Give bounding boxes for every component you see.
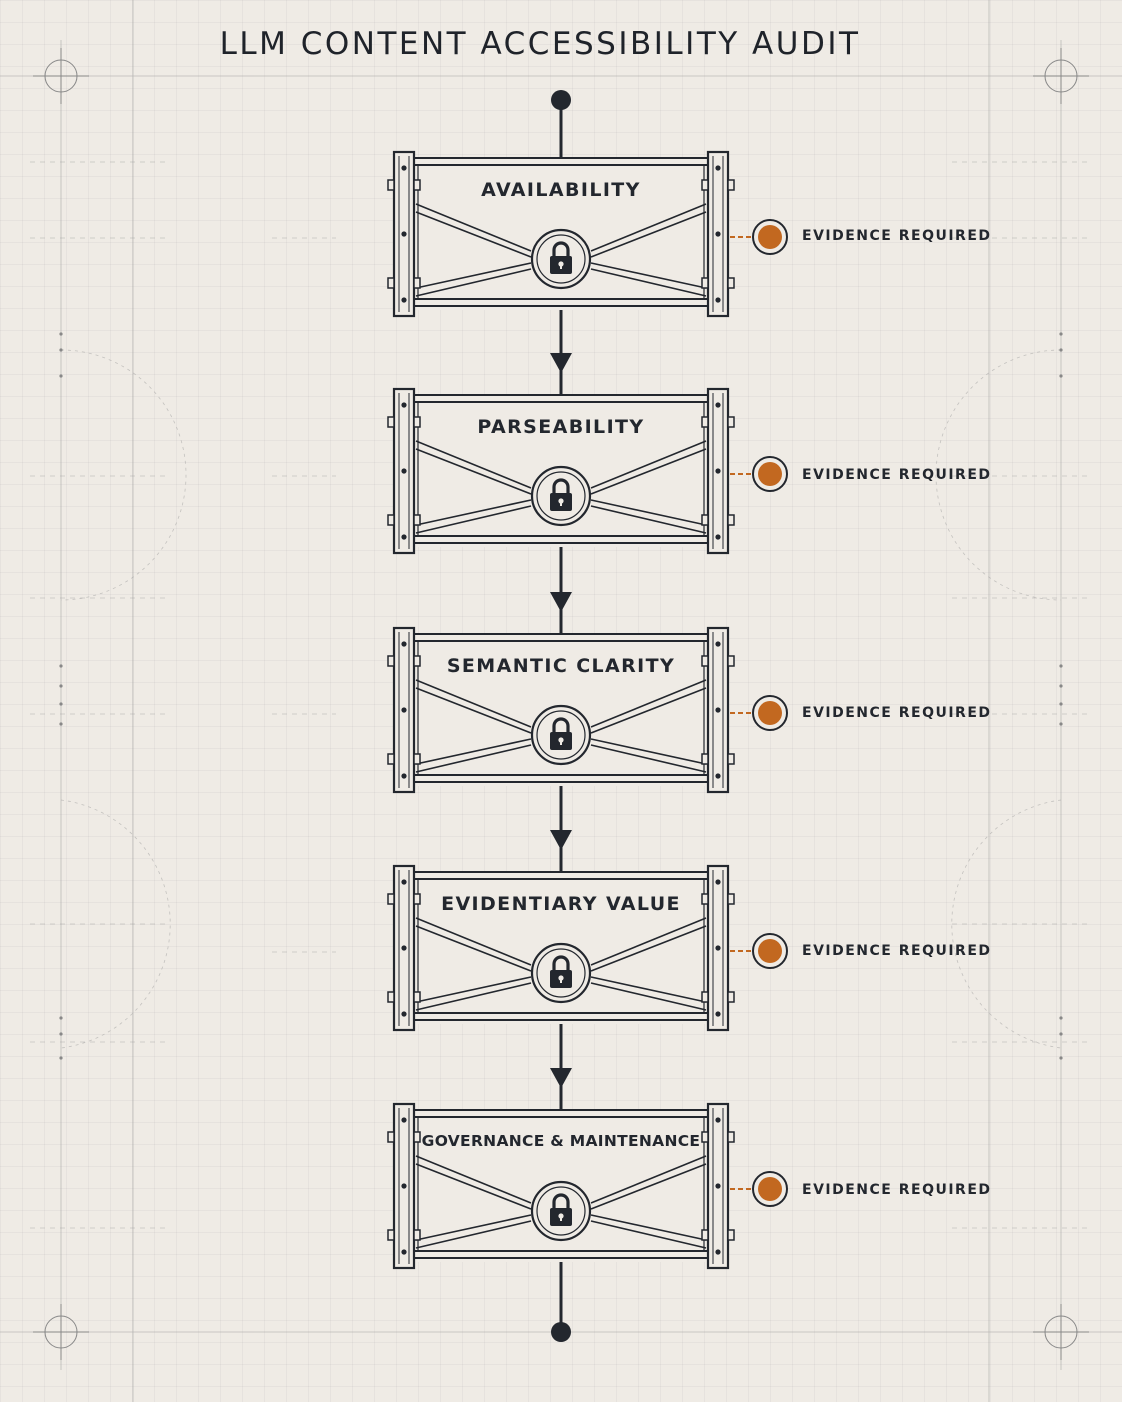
guide-dot [1059, 722, 1063, 726]
gate-top-rail [413, 633, 709, 642]
gate-label-semantic-clarity: SEMANTIC CLARITY [446, 655, 676, 677]
evidence-marker-dot [758, 225, 782, 249]
evidence-marker-dot [758, 1177, 782, 1201]
page-title: LLM CONTENT ACCESSIBILITY AUDIT [219, 26, 861, 62]
flow-arrow [550, 592, 572, 612]
guide-dot [59, 1032, 63, 1036]
padlock-icon [530, 942, 592, 1004]
gate-bottom-rail [413, 1250, 709, 1259]
gate-braces [415, 679, 707, 773]
gate-braces [415, 917, 707, 1011]
guide-arcs [60, 349, 1062, 1049]
evidence-marker-dot [758, 939, 782, 963]
padlock-icon [530, 1180, 592, 1242]
guide-dot [1059, 1056, 1063, 1060]
gate-post [701, 626, 735, 794]
evidence-label-governance-maintenance: EVIDENCE REQUIRED [802, 1182, 992, 1198]
guide-dot [1059, 702, 1063, 706]
evidence-label-evidentiary-value: EVIDENCE REQUIRED [802, 943, 992, 959]
padlock-icon [530, 465, 592, 527]
gate-semantic-clarity [387, 626, 788, 794]
gate-braces [415, 440, 707, 534]
gate-top-rail [413, 871, 709, 880]
guide-dashes [30, 161, 1092, 1229]
gate-braces [415, 203, 707, 297]
guide-arc [935, 349, 1062, 601]
gate-post [701, 150, 735, 318]
padlock-icon [530, 228, 592, 290]
flow-arrow [550, 1068, 572, 1088]
crosshair-icon [1033, 1304, 1089, 1360]
guide-dot [1059, 374, 1063, 378]
guide-dot [59, 1016, 63, 1020]
gate-bottom-rail [413, 1012, 709, 1021]
guide-dot [59, 684, 63, 688]
end-node [551, 1322, 571, 1342]
gate-governance-maintenance [387, 1102, 788, 1270]
gate-label-parseability: PARSEABILITY [477, 416, 645, 438]
gate-post [387, 626, 421, 794]
crosshair-icon [33, 48, 89, 104]
guide-dot [59, 1056, 63, 1060]
guide-dot [59, 722, 63, 726]
flow-arrow [550, 353, 572, 373]
gate-top-rail [413, 394, 709, 403]
evidence-label-availability: EVIDENCE REQUIRED [802, 228, 992, 244]
gate-post [701, 387, 735, 555]
evidence-marker-dot [758, 701, 782, 725]
start-node [551, 90, 571, 110]
flow-arrow [550, 830, 572, 850]
gate-post [701, 864, 735, 1032]
guide-dot [59, 374, 63, 378]
guide-dot [1059, 664, 1063, 668]
gate-post [387, 1102, 421, 1270]
gate-post [387, 150, 421, 318]
padlock-icon [530, 704, 592, 766]
guide-dot [1059, 1016, 1063, 1020]
gate-braces [415, 1155, 707, 1249]
gate-post [387, 864, 421, 1032]
gate-bottom-rail [413, 774, 709, 783]
crosshair-icon [1033, 48, 1089, 104]
guide-arc [60, 349, 187, 601]
gate-label-governance-maintenance: GOVERNANCE & MAINTENANCE [421, 1132, 701, 1150]
gate-label-evidentiary-value: EVIDENTIARY VALUE [441, 893, 681, 915]
guide-dot [59, 702, 63, 706]
gate-post [701, 1102, 735, 1270]
guide-dot [1059, 684, 1063, 688]
gate-bottom-rail [413, 535, 709, 544]
evidence-label-semantic-clarity: EVIDENCE REQUIRED [802, 705, 992, 721]
gate-top-rail [413, 1109, 709, 1118]
guide-dot [59, 664, 63, 668]
gate-top-rail [413, 157, 709, 166]
guide-dot [1059, 332, 1063, 336]
guide-dot [1059, 348, 1063, 352]
gate-availability [387, 150, 788, 318]
guide-dot [59, 348, 63, 352]
gate-bottom-rail [413, 298, 709, 307]
gate-post [387, 387, 421, 555]
guide-dot [1059, 1032, 1063, 1036]
gate-evidentiary-value [387, 864, 788, 1032]
crosshair-icon [33, 1304, 89, 1360]
gate-parseability [387, 387, 788, 555]
evidence-marker-dot [758, 462, 782, 486]
evidence-label-parseability: EVIDENCE REQUIRED [802, 467, 992, 483]
guide-dot [59, 332, 63, 336]
gate-label-availability: AVAILABILITY [481, 179, 641, 201]
